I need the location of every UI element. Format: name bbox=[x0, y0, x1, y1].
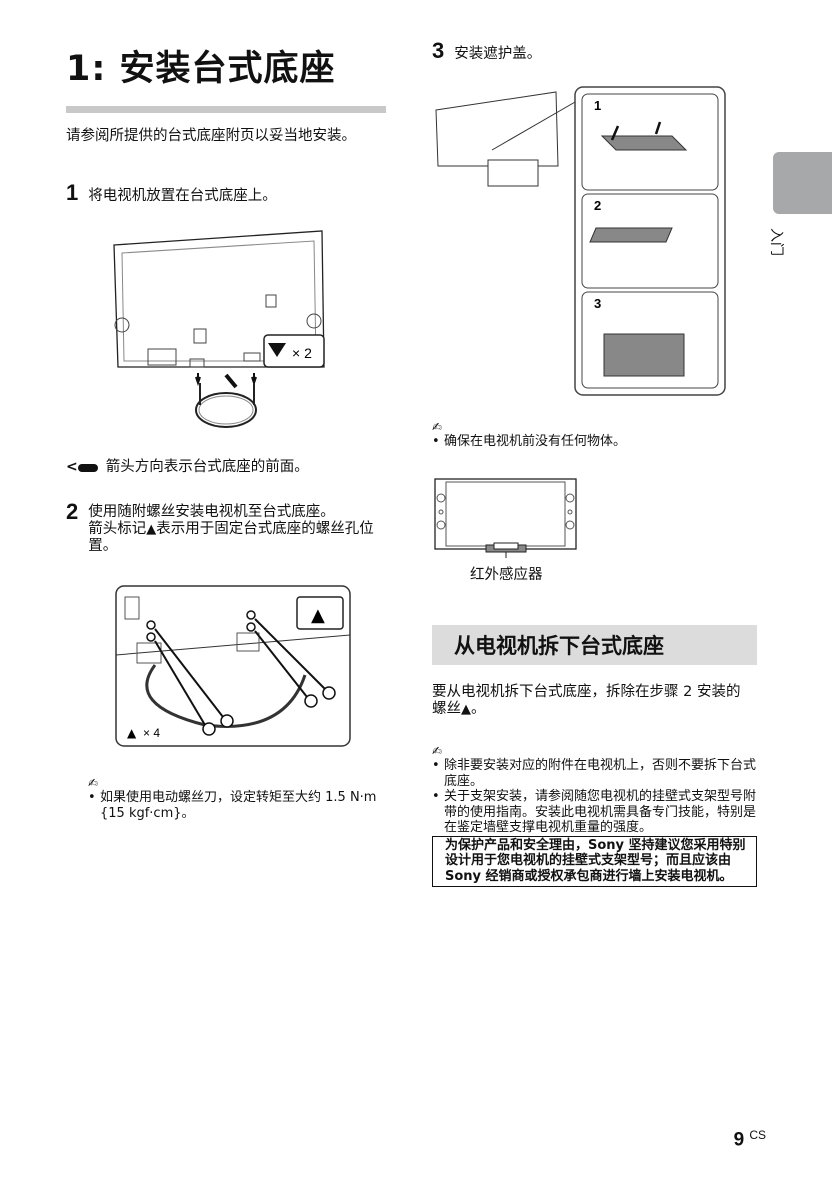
note-item: •除非要安装对应的附件在电视机上，否则不要拆下台式底座。 bbox=[432, 758, 757, 789]
cover-installation-figure: 1 2 3 bbox=[435, 86, 726, 396]
page-number: 9 CS bbox=[733, 1128, 766, 1151]
step-text: 将电视机放置在台式底座上。 bbox=[88, 188, 277, 204]
step-text: 使用随附螺丝安装电视机至台式底座。 bbox=[88, 504, 335, 520]
panel-number: 3 bbox=[594, 296, 601, 311]
section-heading: 从电视机拆下台式底座 bbox=[432, 625, 757, 665]
arrow-direction-note: < 箭头方向表示台式底座的前面。 bbox=[66, 459, 309, 476]
note-item: •关于支架安装，请参阅随您电视机的挂壁式支架型号附带的使用指南。安装此电视机需具… bbox=[432, 789, 757, 835]
step-1: 1 将电视机放置在台式底座上。 bbox=[66, 180, 277, 206]
up-arrow-mark-icon: ▲ bbox=[461, 702, 471, 717]
panel-number: 2 bbox=[594, 198, 601, 213]
pencil-note-icon: ✍ bbox=[432, 420, 443, 434]
step-2: 2 使用随附螺丝安装电视机至台式底座。 箭头标记▲表示用于固定台式底座的螺丝孔位… bbox=[66, 500, 378, 555]
screw-installation-figure: ▲ ▲ × 4 bbox=[115, 585, 351, 747]
page-title: 1: 安装台式底座 bbox=[66, 49, 336, 89]
step-text: 表示用于固定台式底座的螺丝孔位置。 bbox=[88, 521, 374, 554]
arrow-note-text: 箭头方向表示台式底座的前面。 bbox=[105, 459, 309, 475]
up-arrow-mark-icon: ▲ bbox=[311, 605, 325, 626]
step-number: 2 bbox=[66, 499, 79, 524]
note-item: •如果使用电动螺丝刀，设定转矩至大约 1.5 N·m {15 kgf·cm}。 bbox=[88, 790, 377, 821]
step-number: 1 bbox=[66, 180, 79, 205]
tv-front-figure bbox=[434, 478, 577, 558]
section-notes: ✍ •除非要安装对应的附件在电视机上，否则不要拆下台式底座。 •关于支架安装，请… bbox=[432, 744, 757, 887]
pencil-note-icon: ✍ bbox=[432, 744, 443, 758]
right-note-1: ✍ •确保在电视机前没有任何物体。 bbox=[432, 420, 752, 450]
warning-box: 为保护产品和安全理由，Sony 坚持建议您采用特别设计用于您电视机的挂壁式支架型… bbox=[432, 835, 757, 887]
note-item: •确保在电视机前没有任何物体。 bbox=[432, 434, 627, 449]
tv-on-stand-figure: × 2 bbox=[113, 230, 325, 428]
title-rule bbox=[66, 106, 386, 113]
section-text: 要从电视机拆下台式底座，拆除在步骤 2 安装的螺丝▲。 bbox=[432, 684, 741, 717]
up-arrow-mark-icon: ▲ bbox=[127, 726, 137, 740]
triangle-mark-icon bbox=[268, 343, 286, 357]
pencil-note-icon: ✍ bbox=[88, 776, 99, 790]
left-note: ✍ •如果使用电动螺丝刀，设定转矩至大约 1.5 N·m {15 kgf·cm}… bbox=[88, 776, 378, 821]
step-number: 3 bbox=[432, 38, 445, 63]
step-text: 安装遮护盖。 bbox=[454, 46, 542, 62]
panel-number: 1 bbox=[594, 98, 601, 113]
step-text: 箭头标记 bbox=[88, 521, 147, 537]
ir-sensor-label: 红外感应器 bbox=[470, 567, 543, 583]
intro-text: 请参阅所提供的台式底座附页以妥当地安装。 bbox=[66, 128, 356, 144]
side-tab bbox=[773, 152, 832, 214]
figure-count: × 4 bbox=[143, 726, 160, 740]
side-tab-label: 入门 bbox=[768, 228, 784, 256]
front-arrow-icon: < bbox=[66, 459, 98, 476]
figure-count: × 2 bbox=[292, 345, 312, 361]
up-arrow-mark-icon: ▲ bbox=[146, 522, 157, 537]
step-3: 3 安装遮护盖。 bbox=[432, 38, 541, 64]
ir-sensor bbox=[493, 542, 519, 550]
